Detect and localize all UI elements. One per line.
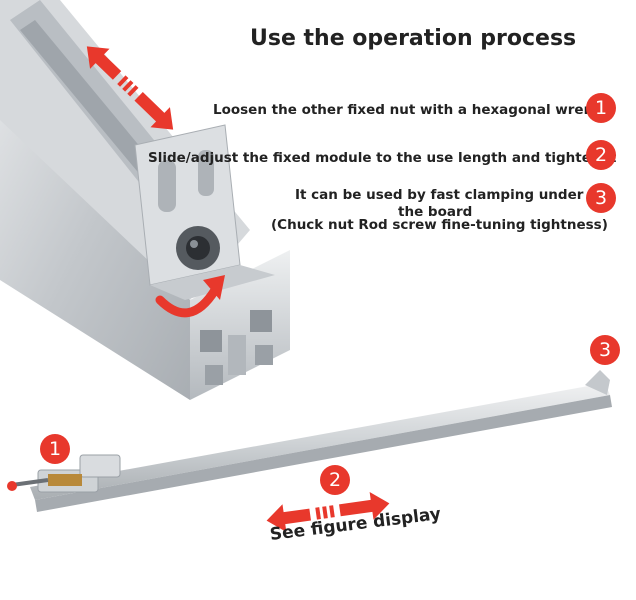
page-title: Use the operation process [250,26,577,51]
rotate-arrow-icon [155,275,225,318]
step-1-badge: 1 [586,93,616,123]
step-2-badge: 2 [586,140,616,170]
slide-arrow-icon [86,46,174,130]
long-rail [30,370,612,512]
step-3-badge: 3 [586,183,616,213]
step-1-text: Loosen the other fixed nut with a hexago… [213,102,611,118]
corner-bracket [134,124,275,300]
step-3-line1: It can be used by fast clamping under [295,187,584,203]
rail-marker-3: 3 [590,335,620,365]
rail-marker-2: 2 [320,465,350,495]
step-2-text: Slide/adjust the fixed module to the use… [148,150,617,166]
horizontal-arrow-icon [266,492,390,532]
quick-clamp [7,454,121,493]
rail-marker-1: 1 [40,434,70,464]
step-3-line2: the board [398,204,473,220]
step-3-line3: (Chuck nut Rod screw fine-tuning tightne… [271,217,608,233]
